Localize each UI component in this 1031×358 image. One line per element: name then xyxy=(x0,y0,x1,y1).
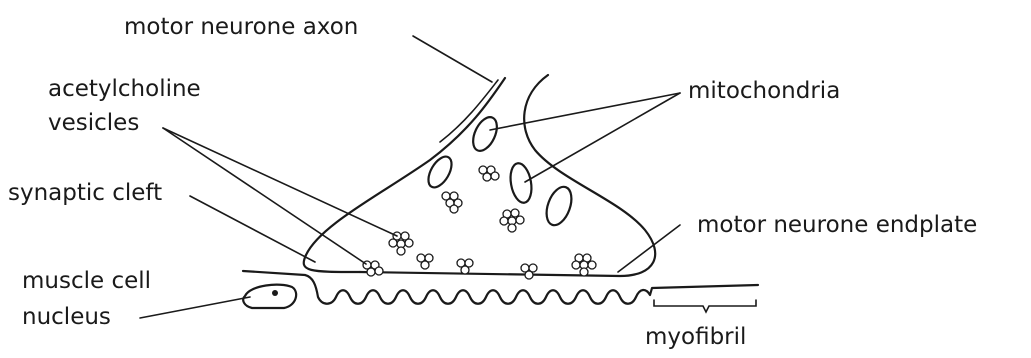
leader-mito-a xyxy=(490,93,680,130)
label-myofibril: myofibril xyxy=(645,322,746,352)
muscle-nucleus xyxy=(243,285,296,308)
leader-nucleus xyxy=(140,297,250,318)
leader-synaptic-cleft xyxy=(190,196,315,262)
label-motor-neurone-endplate: motor neurone endplate xyxy=(697,210,977,240)
vesicle-cluster-8 xyxy=(521,264,537,279)
label-mitochondria: mitochondria xyxy=(688,76,840,106)
nucleolus xyxy=(272,290,278,296)
label-nucleus: nucleus xyxy=(22,302,111,332)
vesicle-cluster-4 xyxy=(442,192,462,213)
leader-endplate xyxy=(618,225,680,272)
label-vesicles: vesicles xyxy=(48,108,139,138)
muscle-membrane xyxy=(243,271,758,304)
vesicle-cluster-1 xyxy=(389,232,413,255)
vesicle-cluster-6 xyxy=(500,209,524,232)
vesicle-cluster-9 xyxy=(572,254,596,276)
myofibril-brace xyxy=(654,300,756,312)
vesicle-cluster-7 xyxy=(457,259,473,274)
mitochondrion-4 xyxy=(542,183,576,228)
label-muscle-cell: muscle cell xyxy=(22,266,151,296)
mitochondrion-3 xyxy=(508,162,535,205)
axon-left-edge-inner xyxy=(440,80,498,142)
leader-motor-axon xyxy=(413,36,492,82)
mitochondrion-2 xyxy=(424,153,457,191)
vesicle-cluster-5 xyxy=(479,166,499,181)
vesicle-cluster-3 xyxy=(417,254,433,269)
label-synaptic-cleft: synaptic cleft xyxy=(8,178,162,208)
leader-vesicles-b xyxy=(163,128,366,264)
leader-vesicles-a xyxy=(163,128,397,236)
label-acetylcholine: acetylcholine xyxy=(48,74,201,104)
label-motor-neurone-axon: motor neurone axon xyxy=(124,12,358,42)
leader-mito-b xyxy=(525,93,680,182)
